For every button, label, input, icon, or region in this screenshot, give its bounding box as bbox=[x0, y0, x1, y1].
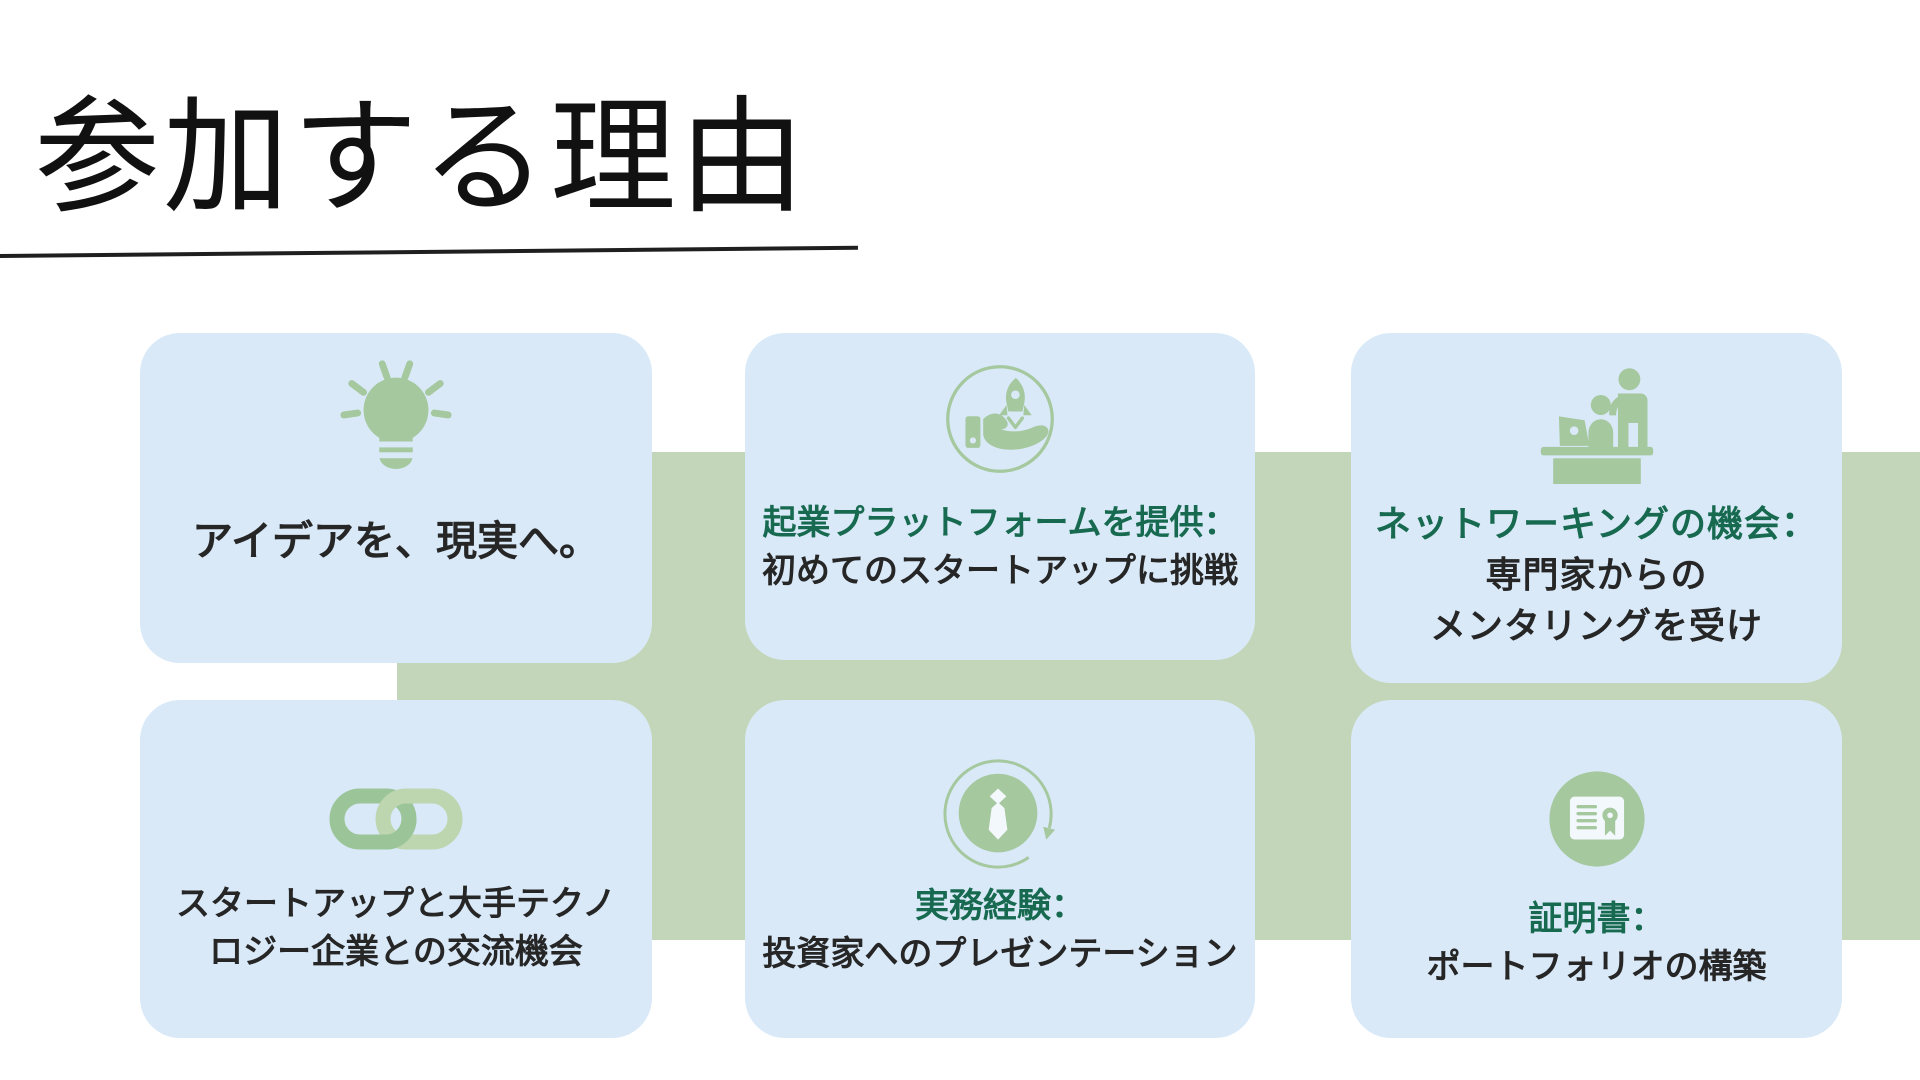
card-platform: 起業プラットフォームを提供： 初めてのスタートアップに挑戦 bbox=[745, 333, 1255, 660]
card-line: ポートフォリオの構築 bbox=[1426, 948, 1767, 987]
card-line: ロジー企業との交流機会 bbox=[209, 933, 583, 972]
card-text: 起業プラットフォームを提供： 初めてのスタートアップに挑戦 bbox=[745, 499, 1255, 596]
card-line: 専門家からの bbox=[1485, 554, 1708, 596]
card-text: ネットワーキングの機会： 専門家からの メンタリングを受け bbox=[1351, 498, 1842, 651]
card-networking: ネットワーキングの機会： 専門家からの メンタリングを受け bbox=[1351, 333, 1842, 683]
mentoring-desk-icon bbox=[1535, 364, 1659, 484]
card-line: スタートアップと大手テクノ bbox=[176, 885, 616, 923]
card-line: 初めてのスタートアップに挑戦 bbox=[762, 552, 1238, 591]
card-certificate: 証明書： ポートフォリオの構築 bbox=[1351, 700, 1842, 1038]
card-text: スタートアップと大手テクノ ロジー企業との交流機会 bbox=[140, 880, 652, 977]
chain-link-icon bbox=[329, 788, 463, 850]
card-line: メンタリングを受け bbox=[1429, 605, 1763, 647]
card-line: アイデアを、現実へ。 bbox=[192, 518, 600, 564]
card-heading: 起業プラットフォームを提供： bbox=[762, 504, 1238, 542]
certificate-icon bbox=[1541, 763, 1653, 875]
card-text: 実務経験： 投資家へのプレゼンテーション bbox=[745, 882, 1255, 979]
card-text: アイデアを、現実へ。 bbox=[140, 512, 652, 570]
card-text: 証明書： ポートフォリオの構築 bbox=[1351, 895, 1842, 992]
page-title: 参加する理由 bbox=[34, 90, 808, 229]
rocket-in-hand-icon bbox=[944, 363, 1056, 475]
lightbulb-icon bbox=[337, 356, 455, 470]
title-underline bbox=[0, 245, 858, 258]
card-heading: 証明書： bbox=[1528, 900, 1665, 938]
card-heading: ネットワーキングの機会： bbox=[1375, 503, 1818, 544]
card-idea: アイデアを、現実へ。 bbox=[140, 333, 652, 663]
card-line: 投資家へのプレゼンテーション bbox=[762, 935, 1238, 974]
card-experience: 実務経験： 投資家へのプレゼンテーション bbox=[745, 700, 1255, 1038]
card-connections: スタートアップと大手テクノ ロジー企業との交流機会 bbox=[140, 700, 652, 1038]
business-tie-cycle-icon bbox=[941, 756, 1059, 874]
card-heading: 実務経験： bbox=[915, 887, 1085, 925]
